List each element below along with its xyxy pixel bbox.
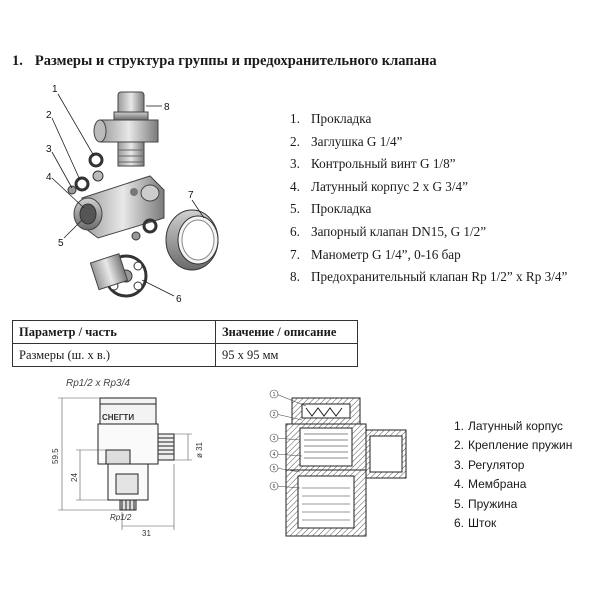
section-callout-4: 4: [273, 452, 276, 458]
section-callout-6: 6: [273, 484, 276, 490]
spec-table: Параметр / часть Значение / описание Раз…: [12, 320, 358, 367]
list-item: 5.Пружина: [454, 496, 518, 511]
section-parts-list: 1.Латунный корпус 2.Крепление пружин 3.Р…: [454, 417, 572, 533]
dim-bottom-label: Rp1/2: [110, 513, 132, 522]
dim-height-label: 59.5: [51, 448, 60, 464]
heading-title: Размеры и структура группы и предохранит…: [34, 53, 437, 69]
dim-diam-label: ø 31: [195, 441, 204, 458]
exploded-view-illustration: 1 2 3 4 5 6 7 8: [46, 84, 219, 305]
list-item: 7.Манометр G 1/4”, 0-16 бар: [290, 246, 461, 262]
list-item: 3.Контрольный винт G 1/8”: [290, 156, 456, 172]
section-callout-2: 2: [273, 412, 276, 418]
table-header-cell: Параметр / часть: [12, 320, 216, 344]
exploded-callout-2: 2: [46, 110, 52, 121]
list-item: 8.Предохранительный клапан Rp 1/2” x Rp …: [290, 269, 568, 285]
parts-list: 1.Прокладка 2.Заглушка G 1/4” 3.Контроль…: [290, 108, 567, 289]
dim-top-label: Rp1/2 x Rp3/4: [66, 378, 130, 389]
list-item: 1.Прокладка: [290, 111, 372, 126]
exploded-callout-1: 1: [52, 84, 58, 95]
exploded-callout-5: 5: [58, 238, 64, 249]
section-callout-3: 3: [273, 436, 276, 442]
exploded-callout-7: 7: [188, 190, 194, 201]
table-row: Размеры (ш. x в.) 95 x 95 мм: [12, 343, 358, 367]
table-cell: Размеры (ш. x в.): [12, 343, 216, 367]
list-item: 3.Регулятор: [454, 457, 525, 472]
safety-valve-drawing: [93, 91, 159, 167]
list-item: 5.Прокладка: [290, 201, 372, 217]
gasket-ring-drawing: [88, 152, 104, 168]
exploded-callout-4: 4: [46, 172, 52, 183]
list-item: 1.Латунный корпус: [454, 419, 563, 433]
list-item: 4.Мембрана: [454, 477, 527, 492]
dim-mid-label: 24: [70, 473, 79, 482]
dimension-drawing: Rp1/2 x Rp3/4 59.5 24 ø 31 31 Rp1/2 СНЕГ…: [51, 378, 204, 538]
table-cell: 95 x 95 мм: [215, 343, 358, 367]
heading-number: 1.: [12, 53, 23, 69]
table-header-row: Параметр / часть Значение / описание: [12, 320, 358, 344]
dim-brand-label: СНЕГТИ: [102, 413, 134, 422]
list-item: 2.Крепление пружин: [454, 438, 573, 453]
table-header-cell: Значение / описание: [215, 320, 358, 344]
section-heading: 1. Размеры и структура группы и предохран…: [12, 53, 437, 70]
section-callout-5: 5: [273, 466, 276, 472]
section-drawing: 1 2 3 4 5 6: [269, 389, 407, 537]
list-item: 2.Заглушка G 1/4”: [290, 133, 403, 149]
list-item: 6.Шток: [454, 516, 497, 531]
section-callout-1: 1: [273, 392, 276, 398]
exploded-callout-6: 6: [176, 294, 182, 305]
exploded-callout-3: 3: [46, 144, 52, 155]
list-item: 6.Запорный клапан DN15, G 1/2”: [290, 223, 487, 239]
exploded-callout-8: 8: [164, 102, 170, 113]
pressure-gauge-drawing: [165, 209, 219, 271]
shutoff-valve-drawing: [89, 253, 148, 298]
dim-width-label: 31: [142, 529, 151, 538]
list-item: 4.Латунный корпус 2 x G 3/4”: [290, 178, 468, 194]
